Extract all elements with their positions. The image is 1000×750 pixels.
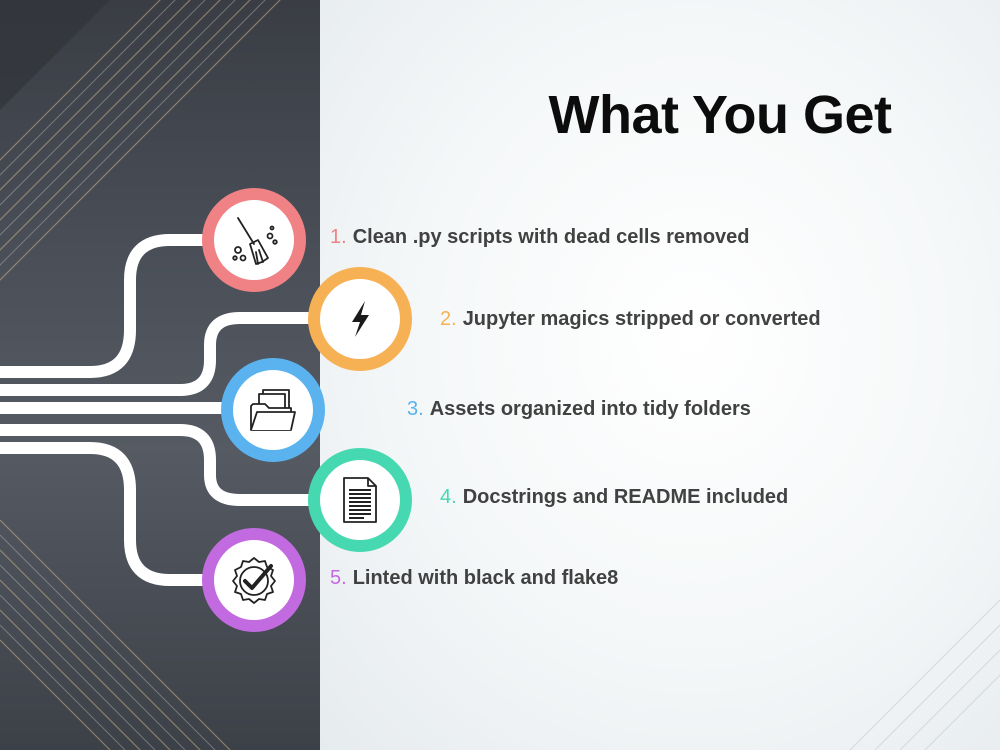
document-icon — [343, 477, 377, 523]
page-title: What You Get — [548, 85, 893, 145]
item-2-number: 2. — [440, 308, 457, 330]
item-1-text: 1.Clean .py scripts with dead cells remo… — [330, 226, 750, 249]
item-4-circle — [308, 448, 412, 552]
item-1-circle — [202, 188, 306, 292]
item-2-label: Jupyter magics stripped or converted — [462, 308, 821, 330]
item-3-circle — [221, 358, 325, 462]
item-1-number: 1. — [330, 226, 347, 248]
item-2-text: 2.Jupyter magics stripped or converted — [440, 308, 821, 331]
corner-stripes-decoration — [849, 599, 1000, 750]
light-background-panel — [320, 0, 1000, 750]
broom-icon — [232, 217, 278, 265]
item-4-number: 4. — [440, 486, 457, 508]
item-5-circle — [202, 528, 306, 632]
item-4-label: Docstrings and README included — [462, 486, 789, 508]
badge-check-icon — [232, 557, 276, 604]
item-4-text: 4.Docstrings and README included — [440, 486, 788, 509]
item-5-label: Linted with black and flake8 — [352, 567, 619, 589]
item-3-label: Assets organized into tidy folders — [429, 398, 751, 420]
item-5-text: 5.Linted with black and flake8 — [330, 567, 618, 590]
folder-documents-icon — [250, 389, 296, 431]
item-2-circle — [308, 267, 412, 371]
item-1-label: Clean .py scripts with dead cells remove… — [352, 226, 750, 248]
lightning-icon — [352, 301, 369, 337]
item-5-number: 5. — [330, 567, 347, 589]
item-3-number: 3. — [407, 398, 424, 420]
item-3-text: 3.Assets organized into tidy folders — [407, 398, 751, 421]
diagonal-stripes-decoration — [0, 0, 281, 750]
